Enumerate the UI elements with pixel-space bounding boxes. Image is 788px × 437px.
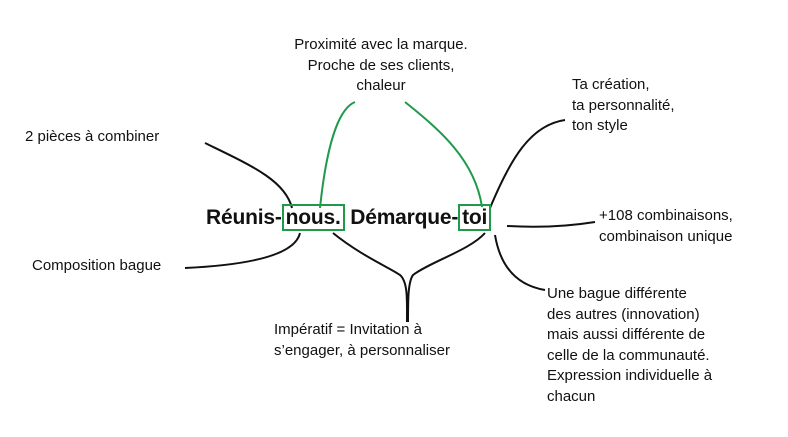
node-line: Proximité avec la marque. [294, 36, 468, 53]
node-line: des autres (innovation) [547, 305, 700, 323]
node-line: ta personnalité, [572, 96, 675, 114]
highlight-toi: toi [458, 204, 492, 231]
node-combinaisons: +108 combinaisons, combinaison unique [599, 206, 733, 247]
node-line: Impératif = Invitation à [274, 321, 422, 338]
connector-right-top [489, 119, 566, 209]
title-part-demarque: Démarque- [344, 206, 459, 229]
node-creation: Ta création, ta personnalité, ton style [572, 75, 675, 137]
connector-bottom-right [407, 232, 486, 323]
node-line: Proche de ses clients, [307, 56, 455, 74]
connector-bottom-left [332, 232, 409, 323]
node-2-pieces: 2 pièces à combiner [25, 127, 159, 148]
node-line: Expression individuelle à [547, 367, 713, 384]
connector-left-top [204, 142, 293, 209]
node-line: combinaison unique [599, 227, 733, 245]
node-composition: Composition bague [32, 256, 161, 277]
node-line: s’engager, à personnaliser [274, 341, 450, 359]
connector-left-bottom [184, 232, 301, 269]
node-line: chacun [547, 387, 596, 405]
node-line: celle de la communauté. [547, 346, 710, 364]
title-part-reunis: Réunis- [206, 206, 282, 229]
connector-right-bottom [494, 234, 546, 291]
node-line: ton style [572, 117, 628, 134]
node-line: +108 combinaisons, [599, 207, 733, 224]
node-bague-differente: Une bague différente des autres (innovati… [547, 284, 712, 407]
green-connector-left [319, 101, 356, 209]
node-line: Ta création, [572, 76, 650, 93]
node-line: 2 pièces à combiner [25, 128, 160, 145]
node-line: mais aussi différente de [547, 326, 706, 343]
highlight-nous: nous. [281, 204, 345, 231]
node-line: chaleur [356, 77, 406, 94]
node-imperatif: Impératif = Invitation à s’engager, à per… [274, 320, 450, 361]
connector-right-mid [506, 221, 596, 228]
green-connector-right [404, 101, 483, 208]
node-proximite: Proximité avec la marque. Proche de ses c… [271, 35, 491, 97]
node-line: Composition bague [32, 257, 162, 274]
central-title: Réunis-nous. Démarque-toi [206, 204, 492, 231]
node-line: Une bague différente [547, 285, 687, 302]
